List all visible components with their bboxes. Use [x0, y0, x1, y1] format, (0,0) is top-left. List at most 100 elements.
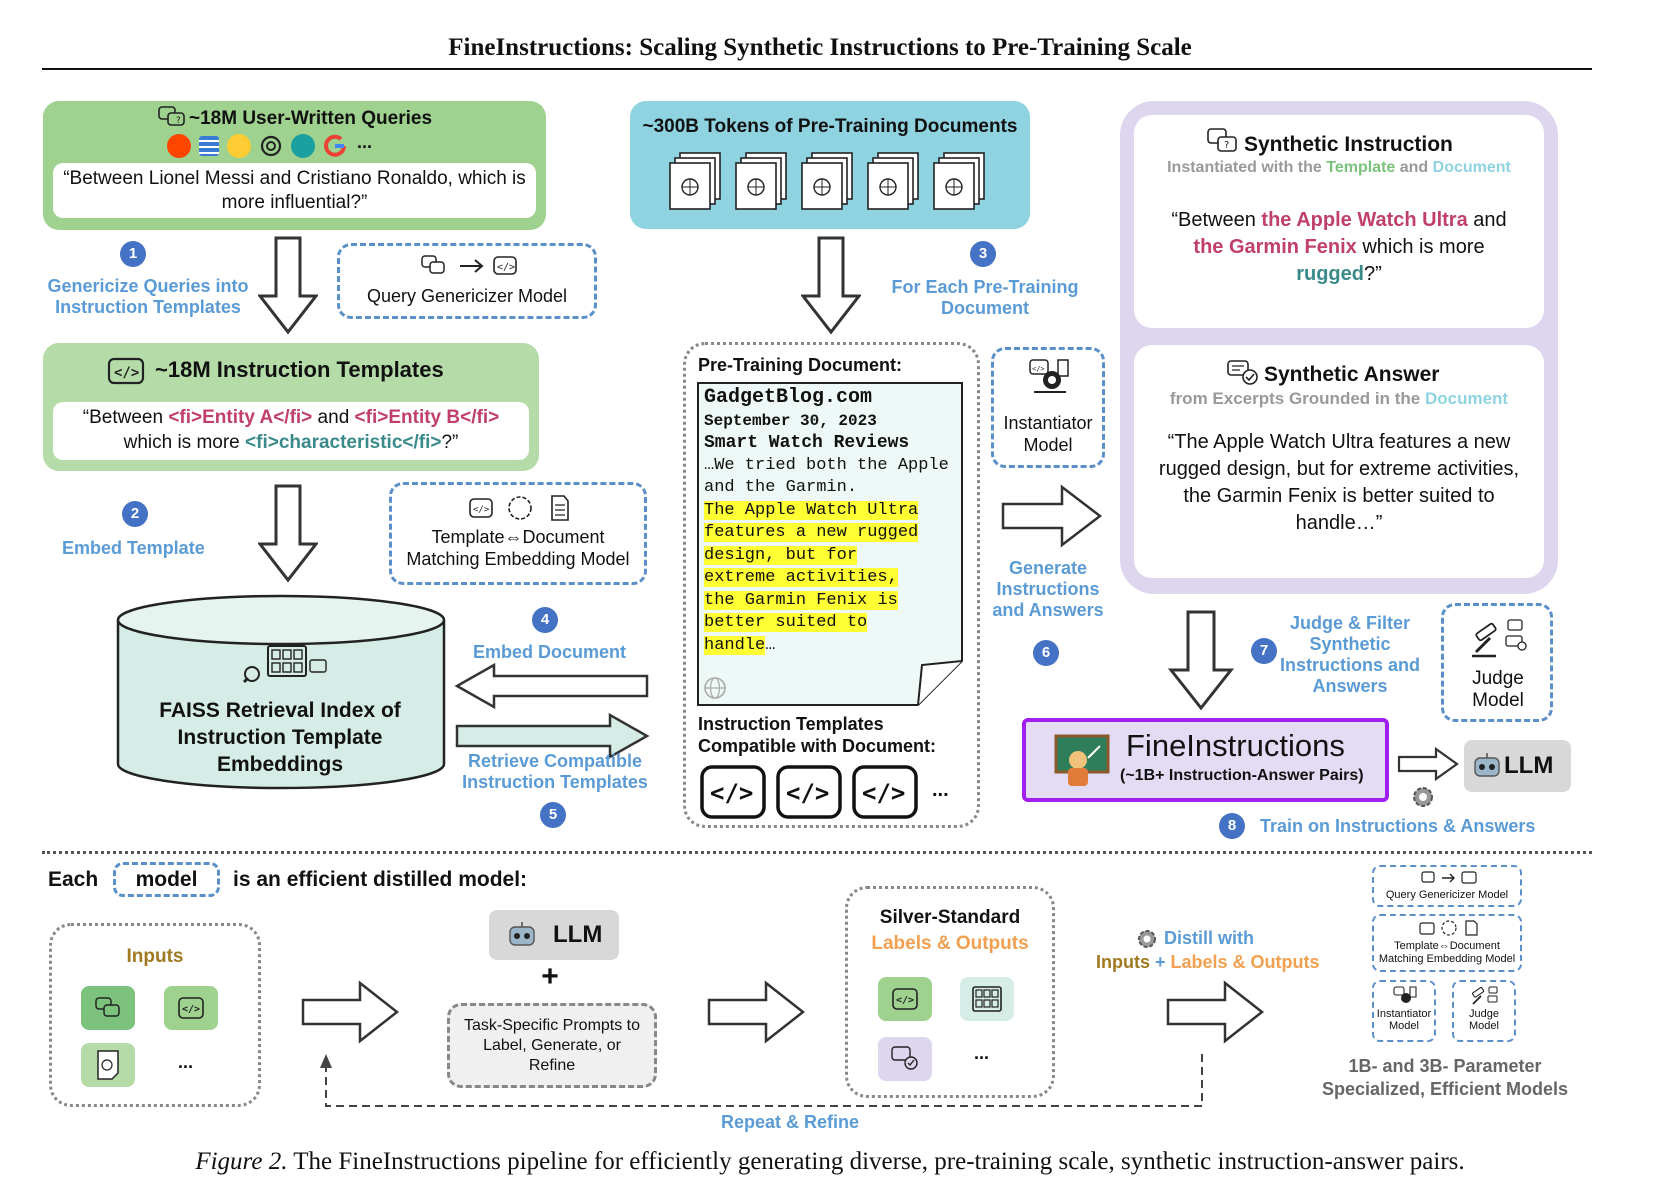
small-matching-box: Template⇔Document Matching Embedding Mod…	[1372, 914, 1522, 972]
step-4-label: Embed Document	[473, 642, 627, 662]
step-8-badge: 8	[1219, 813, 1245, 839]
code-template-icon: </>	[776, 765, 842, 819]
step-2-badge: 2	[122, 501, 148, 527]
task-prompts-box: Task-Specific Prompts to Label, Generate…	[447, 1003, 657, 1088]
fineinstructions-name: FineInstructions	[1126, 728, 1345, 763]
legend-llm-chip: LLM	[489, 910, 619, 960]
document-panel-label: Pre-Training Document:	[698, 355, 903, 375]
legend-each: Each	[48, 868, 99, 891]
synthetic-instruction-text: “Between the Apple Watch Ultra and the G…	[1154, 207, 1524, 288]
step-6-badge: 6	[1033, 640, 1059, 666]
instruction-entity-2: the Garmin Fenix	[1193, 236, 1357, 258]
svg-text:</>: </>	[786, 779, 829, 807]
vector-grid-icon	[972, 986, 1002, 1012]
svg-text:</>: </>	[710, 779, 753, 807]
legend-model-word: model	[135, 868, 198, 891]
query-to-template-icon	[1421, 871, 1477, 884]
synthetic-instruction-heading: Synthetic Instruction	[1244, 133, 1453, 156]
legend-arrow-3	[1166, 980, 1265, 1044]
step-3-badge: 3	[970, 241, 996, 267]
judge-model-box: Judge Model	[1441, 603, 1553, 722]
step-5-badge: 5	[540, 802, 566, 828]
step-5-label: Retrieve Compatible Instruction Template…	[462, 751, 648, 792]
small-instantiator-label: Instantiator Model	[1376, 1008, 1432, 1032]
synthetic-output-panel: ? Synthetic Instruction Instantiated wit…	[1120, 101, 1558, 594]
instantiator-icon: </>	[1029, 359, 1069, 393]
step-1-badge: 1	[120, 241, 146, 267]
robot-icon	[509, 922, 535, 946]
distill-labels-word: Labels & Outputs	[1170, 952, 1320, 972]
small-instantiator-box: Instantiator Model	[1372, 980, 1436, 1042]
document-panel: Pre-Training Document: GadgetBlog.com Se…	[683, 342, 980, 828]
vector-index-search-icon	[242, 645, 327, 684]
legend-efficient-text: is an efficient distilled model:	[233, 868, 528, 891]
compatible-templates-label: Instruction Templates Compatible with Do…	[698, 714, 936, 756]
step-4-badge: 4	[532, 607, 558, 633]
small-judge-box: Judge Model	[1452, 980, 1516, 1042]
step-3-label: For Each Pre-Training Document	[891, 277, 1079, 318]
more-templates-ellipsis: ...	[932, 779, 949, 801]
template-text: “Between	[82, 407, 169, 428]
code-template-icon: </>	[892, 988, 918, 1010]
templates-heading: ~18M Instruction Templates	[155, 357, 444, 382]
query-input-chip	[81, 986, 135, 1030]
matching-embedding-model-box: </> Template⇔Document Matching Embedding…	[389, 482, 647, 585]
answer-check-icon	[1227, 360, 1258, 385]
instruction-text: ?”	[1363, 263, 1382, 285]
distill-gear-icon	[1138, 930, 1156, 948]
highlight-line: extreme activities,	[704, 568, 898, 587]
highlight-line: features a new rugged	[704, 523, 919, 542]
small-genericizer-label: Query Genericizer Model	[1385, 889, 1509, 901]
synthetic-answer-card: Synthetic Answer from Excerpts Grounded …	[1134, 345, 1544, 578]
left-arrow-embed-document	[454, 662, 649, 710]
down-arrow-judge	[1168, 610, 1234, 711]
chat-app-logo-icon	[291, 134, 315, 158]
template-output-chip: </>	[878, 977, 932, 1021]
query-genericizer-label: Query Genericizer Model	[366, 286, 568, 306]
document-intro: …We tried both the Apple and the Garmin.	[704, 455, 949, 498]
instantiator-model-box: </> Instantiator Model	[991, 347, 1105, 468]
document-stack-icon	[867, 152, 919, 210]
inputs-more-ellipsis: ...	[178, 1052, 194, 1072]
step-7-badge: 7	[1251, 638, 1277, 664]
huggingface-logo-icon	[227, 134, 251, 158]
down-arrow-2	[258, 484, 318, 583]
instruction-characteristic: rugged	[1296, 263, 1364, 285]
gavel-judge-icon	[1472, 986, 1498, 1005]
figure-label: Figure 2.	[195, 1148, 288, 1175]
silver-standard-subtitle: Labels & Outputs	[871, 933, 1029, 954]
distill-inputs-word: Inputs	[1096, 952, 1150, 972]
judge-model-label: Judge Model	[1472, 668, 1524, 711]
subtitle-document-word: Document	[1424, 389, 1509, 408]
answer-check-icon	[891, 1046, 918, 1070]
document-stack-icon	[801, 152, 853, 210]
task-prompts-text: Task-Specific Prompts to Label, Generate…	[463, 1017, 641, 1074]
small-matching-label: Template⇔Document Matching Embedding Mod…	[1378, 940, 1516, 965]
subtitle-document-word: Document	[1432, 159, 1511, 176]
highlight-ellipsis: …	[765, 635, 776, 655]
caption-text: The FineInstructions pipeline for effici…	[293, 1148, 1465, 1175]
faiss-index-label: FAISS Retrieval Index of Instruction Tem…	[159, 699, 401, 776]
highlight-line: design, but for	[704, 545, 858, 565]
repeat-refine-label: Repeat & Refine	[720, 1112, 860, 1132]
gavel-judge-icon	[1472, 619, 1527, 658]
template-text: which is more	[123, 432, 246, 453]
synthetic-instruction-subtitle: Instantiated with the Template and Docum…	[1134, 159, 1544, 177]
legend-arrow-1	[301, 980, 400, 1044]
svg-text:</>: </>	[182, 1004, 200, 1015]
reddit-logo-icon	[167, 134, 191, 158]
subtitle-text: and	[1395, 159, 1433, 176]
document-input-chip	[81, 1043, 135, 1087]
llm-target-label: LLM	[1504, 752, 1554, 779]
subtitle-text: from Excerpts Grounded in the	[1169, 389, 1425, 408]
fineinstructions-dataset-box: FineInstructions (~1B+ Instruction-Answe…	[1022, 718, 1389, 802]
entity-a-placeholder: <fi>Entity A</fi>	[168, 407, 313, 428]
outputs-more-ellipsis: ...	[974, 1043, 990, 1063]
google-logo-icon	[324, 134, 346, 157]
matching-embedding-label: Template⇔Document Matching Embedding Mod…	[406, 527, 630, 569]
legend-arrow-2	[707, 980, 806, 1044]
synthetic-instruction-card: ? Synthetic Instruction Instantiated wit…	[1134, 115, 1544, 328]
small-genericizer-box: Query Genericizer Model	[1372, 865, 1522, 907]
example-query-text: “Between Lionel Messi and Cristiano Rona…	[63, 168, 526, 213]
title-rule	[42, 68, 1592, 70]
